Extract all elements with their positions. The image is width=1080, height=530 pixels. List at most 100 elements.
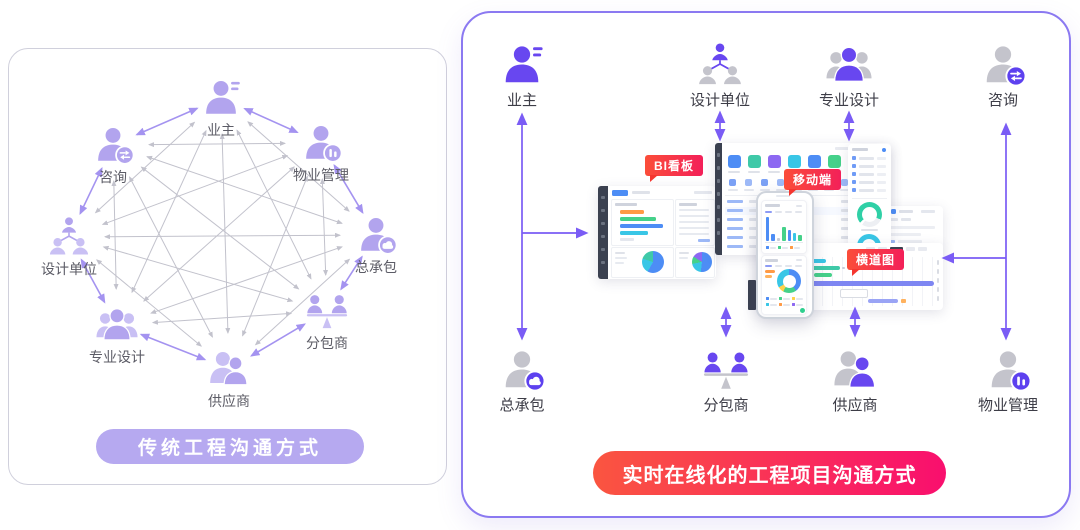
deco-bar [824,189,834,191]
deco-bar [698,239,710,242]
communication-mesh [79,107,364,361]
deco-bar [796,259,802,261]
deco-bar [937,287,939,292]
deco-bar [785,265,792,267]
deco-bar [727,218,743,221]
deco-bar [620,210,644,214]
deco-bar [852,180,856,184]
deco-bar [861,229,878,231]
deco-bar [937,296,939,301]
role-node: 设计单位 [41,216,97,279]
deco-bar [802,259,826,263]
people-scale-icon [306,295,348,329]
deco-bar [784,281,934,286]
role-label: 分包商 [703,397,749,414]
role-label: 业主 [506,92,537,109]
deco-bar [842,267,845,269]
deco-bar [765,270,775,273]
deco-bar [877,165,886,168]
deco-bar [728,171,740,173]
deco-bar [775,265,782,267]
deco-bar [782,227,786,241]
deco-bar [796,297,803,300]
deco-bar [620,238,634,241]
people-hierarchy-icon [49,217,89,255]
deco-bar [615,203,637,206]
deco-bar [679,221,709,223]
deco-bar [859,181,874,184]
deco-bar [814,273,832,277]
deco-bar [795,211,802,213]
deco-bar [717,192,720,196]
deco-bar [765,265,772,267]
deco-bar [783,303,790,306]
deco-bar [766,246,769,249]
deco-bar [601,196,605,199]
dashboard-card [675,199,715,246]
deco-bar [852,172,856,176]
deco-bar [768,155,781,168]
deco-bar [717,231,720,235]
deco-bar [601,261,605,264]
gauge-center [862,207,877,222]
people-hierarchy-icon [699,43,741,85]
deco-bar [717,205,720,209]
deco-bar [612,190,628,196]
person-cloud-icon [505,351,545,392]
deco-bar [882,148,886,152]
role-node: 总承包 [355,214,397,277]
role-node: 分包商 [703,347,749,415]
deco-bar [748,171,760,173]
deco-bar [761,179,768,186]
deco-bar [840,189,850,191]
deco-bar [800,308,805,313]
role-label: 物业管理 [293,167,349,183]
deco-bar [727,227,743,230]
software-screens-composite [463,13,1069,516]
people-group-icon [96,308,138,341]
deco-bar [717,179,720,183]
online-caption: 实时在线化的工程项目沟通方式 [593,451,946,495]
deco-bar [792,297,795,300]
deco-bar [766,217,770,241]
gauge-ring [857,202,882,227]
deco-bar [877,189,886,192]
deco-bar [779,297,782,300]
dashboard-card [611,199,674,246]
deco-bar [601,222,605,225]
deco-bar [796,205,802,207]
deco-bar [828,155,841,168]
deco-bar [852,198,887,199]
role-node: 供应商 [832,347,878,415]
phone-card-donut [761,255,807,315]
deco-bar [765,259,778,262]
dark-sidebar-strip [748,280,756,310]
deco-bar [765,242,803,243]
deco-bar [748,155,761,168]
deco-bar [727,245,743,248]
deco-bar [835,147,849,150]
deco-bar [770,246,776,249]
deco-bar [790,246,793,249]
person-exchange-icon [98,127,134,165]
role-node: 专业设计 [89,304,145,367]
deco-bar [765,211,772,213]
deco-bar [808,189,818,191]
deco-bar [779,303,782,306]
deco-bar [679,257,688,259]
dashboard-card [675,247,715,278]
deco-bar [937,269,939,274]
role-label: 物业管理 [977,397,1039,414]
deco-bar [794,246,800,249]
role-node: 咨询 [92,124,134,187]
role-label: 总承包 [355,259,397,275]
deco-bar [744,189,754,191]
role-label: 业主 [207,122,235,138]
deco-bar [778,246,781,249]
deco-bar [888,218,898,221]
deco-bar [898,240,922,243]
people-pair-icon [210,351,248,386]
deco-bar [717,166,720,170]
role-label: 专业设计 [818,92,880,109]
deco-bar [798,235,802,241]
